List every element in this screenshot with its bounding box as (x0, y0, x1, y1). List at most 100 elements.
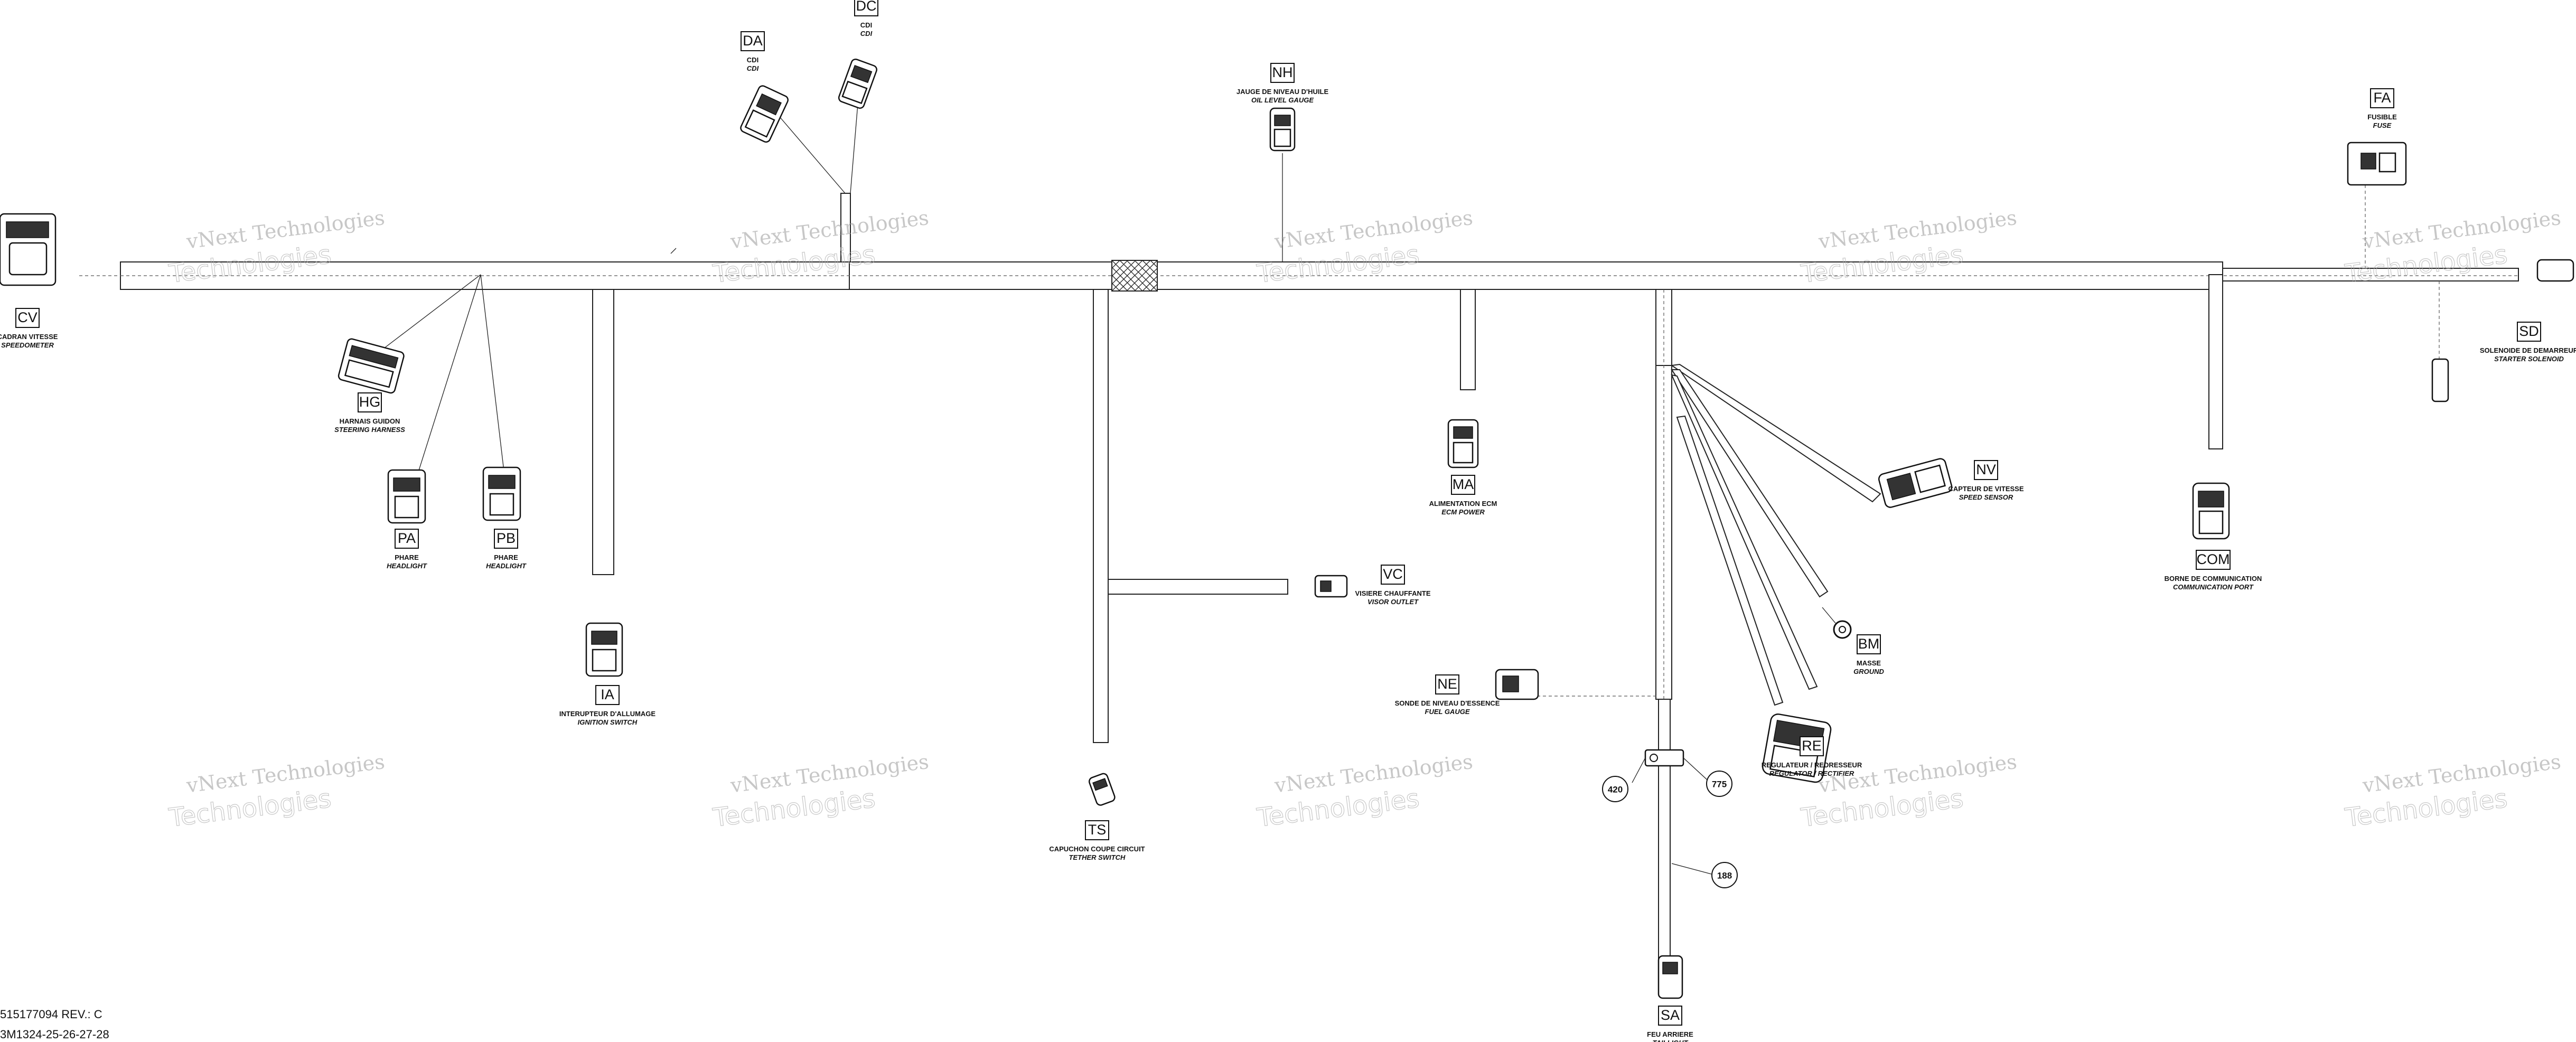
connector-label-fr: CAPTEUR DE VITESSE (1948, 485, 2024, 493)
connector-label-en: TAILLIGHT (1653, 1039, 1689, 1042)
connector-code: TS (1088, 822, 1107, 838)
pa-connector (387, 469, 426, 524)
connector-code: FA (2373, 90, 2391, 106)
ts-connector (1089, 773, 1116, 806)
callout-420-text: 420 (1608, 784, 1623, 794)
ma-connector (1447, 419, 1479, 468)
connector-label-en: STARTER SOLENOID (2494, 355, 2564, 363)
callout-775-text: 775 (1712, 779, 1727, 789)
connector-label-fr: REGULATEUR / REDRESSEUR (1762, 761, 1862, 769)
connector-label-en: FUSE (2373, 121, 2392, 129)
connector-label-fr: SOLENOIDE DE DEMARREUR (2480, 346, 2576, 354)
connector-label-fr: PHARE (395, 553, 419, 561)
connector-label-fr: CDI (747, 56, 758, 64)
code-box (15, 308, 40, 328)
nh-connector (1269, 107, 1296, 152)
connector-label-en: IGNITION SWITCH (578, 718, 638, 726)
harness-clip (1111, 260, 1158, 292)
connector-code: BM (1858, 636, 1880, 652)
code-box (741, 31, 765, 51)
connector-label-fr: HARNAIS GUIDON (340, 417, 400, 425)
sa-connector (1657, 955, 1683, 999)
code-box (1451, 475, 1475, 495)
callout-775: 775 (1706, 771, 1732, 797)
code-box (1270, 63, 1295, 83)
connector-label-en: COMMUNICATION PORT (2173, 583, 2254, 591)
connector-code: SD (2519, 323, 2539, 339)
code-box (854, 0, 878, 16)
connector-label-en: FUEL GAUGE (1425, 708, 1470, 716)
connector-label-en: SPEEDOMETER (1, 341, 54, 349)
connector-code: COM (2197, 551, 2230, 567)
connector-label-fr: FEU ARRIERE (1647, 1030, 1693, 1038)
sd-connector (2536, 259, 2574, 282)
footer-part-number: 515177094 REV.: C (0, 1008, 102, 1021)
connector-code: CV (17, 309, 38, 325)
bm-ground-terminal (1822, 607, 1852, 639)
code-box (494, 529, 518, 549)
connector-label-en: CDI (747, 64, 759, 72)
connector-label-fr: CADRAN VITESSE (0, 333, 58, 341)
code-box (1435, 674, 1459, 694)
connector-code: RE (1802, 738, 1822, 754)
fa-fuse-holder (2347, 142, 2407, 186)
connector-label-fr: FUSIBLE (2367, 113, 2397, 121)
connector-label-en: REGULATOR / RECTIFIER (1769, 769, 1854, 777)
connector-label-en: GROUND (1853, 668, 1884, 675)
code-box (358, 392, 382, 412)
leader-lines (369, 97, 1659, 697)
connector-code: DA (743, 33, 763, 49)
connector-label-fr: ALIMENTATION ECM (1429, 500, 1497, 508)
connector-code: IA (601, 687, 614, 702)
vc-connector (1314, 575, 1348, 598)
connector-label-fr: MASSE (1857, 659, 1881, 667)
code-box (1800, 736, 1824, 756)
connector-label-fr: SONDE DE NIVEAU D'ESSENCE (1395, 699, 1500, 707)
connector-label-en: TETHER SWITCH (1069, 853, 1126, 861)
connector-label-en: OIL LEVEL GAUGE (1251, 96, 1314, 104)
connector-label-fr: JAUGE DE NIVEAU D'HUILE (1237, 88, 1329, 96)
dc-connector (838, 59, 877, 109)
connector-label-sa: SA FEU ARRIERETAILLIGHT (1647, 1006, 1693, 1042)
connector-code: SA (1661, 1007, 1680, 1023)
hg-connector (338, 338, 405, 394)
connector-code: PB (497, 530, 516, 546)
code-box (595, 685, 620, 705)
code-box (2517, 322, 2541, 342)
nv-connector (1878, 458, 1953, 508)
connector-label-en: CDI (860, 30, 873, 37)
connector-code: NV (1976, 462, 1996, 477)
connector-label-fr: INTERUPTEUR D'ALLUMAGE (559, 710, 656, 718)
connector-label-en: STEERING HARNESS (334, 426, 405, 434)
code-box (2196, 550, 2231, 570)
cable-clamp (1632, 749, 1712, 875)
code-box (1658, 1006, 1682, 1026)
connector-label-fr: PHARE (494, 553, 518, 561)
com-connector (2192, 482, 2230, 540)
harness-trunks (79, 153, 2519, 966)
code-box (1381, 565, 1405, 585)
connector-label-en: SPEED SENSOR (1959, 493, 2013, 501)
connector-code: NE (1437, 676, 1457, 692)
connector-code: PA (398, 530, 416, 546)
connector-label-fr: CDI (860, 21, 872, 29)
connector-label-en: HEADLIGHT (387, 562, 427, 570)
connector-code: NH (1272, 64, 1293, 80)
ia-connector (585, 622, 623, 677)
